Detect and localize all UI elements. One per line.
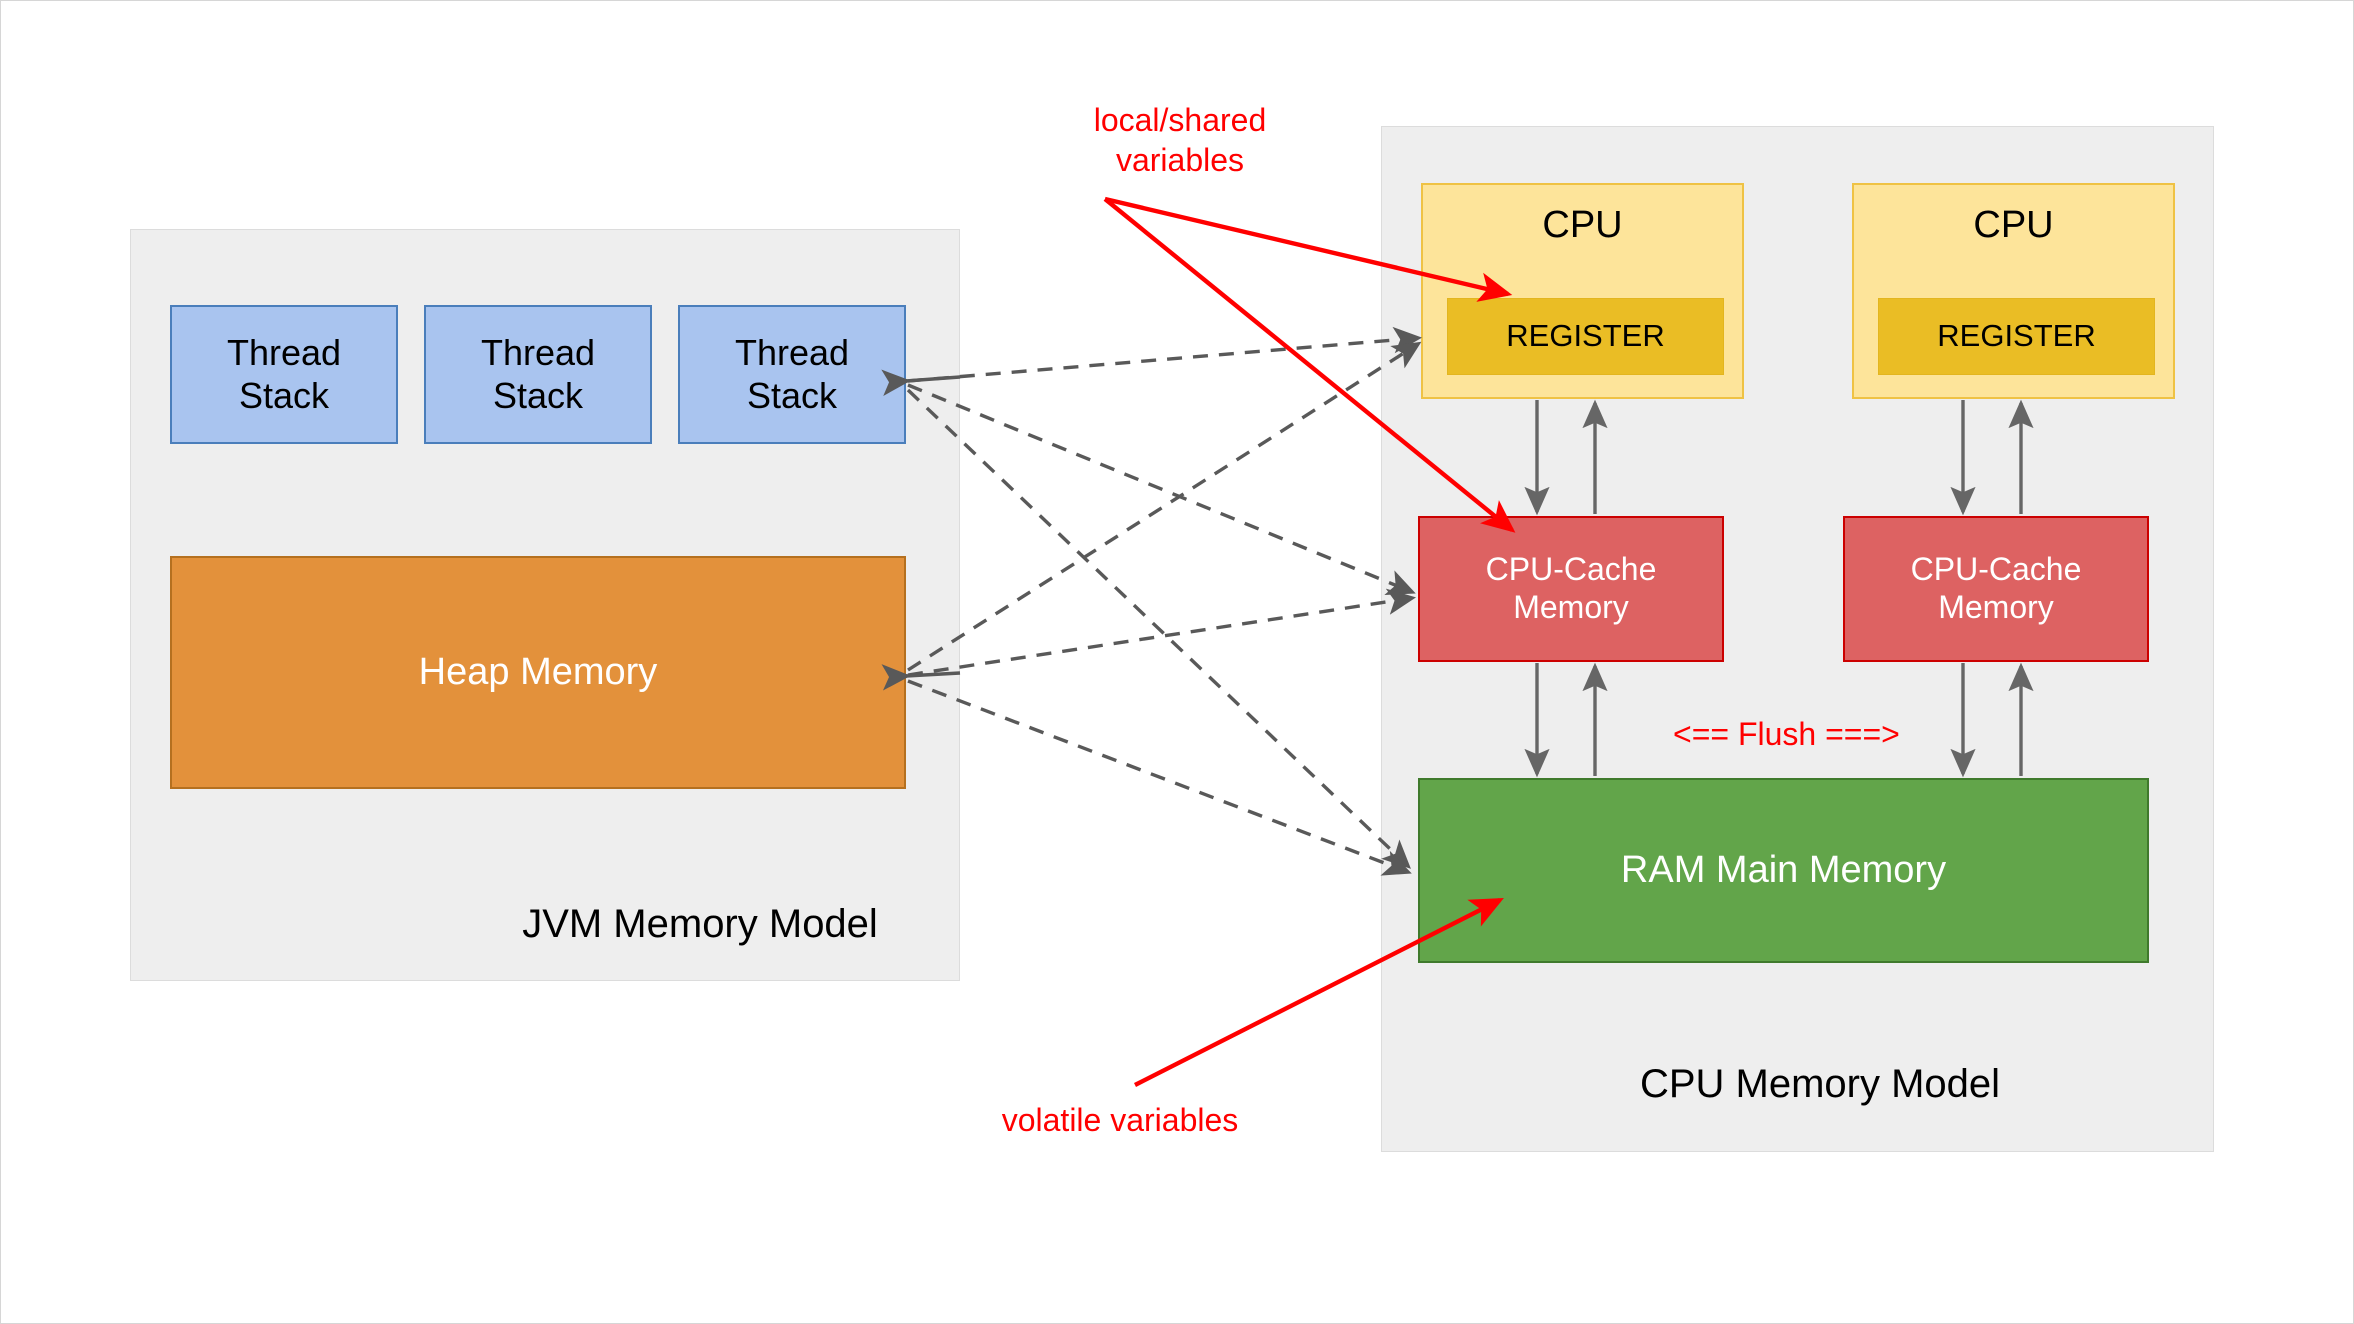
register-box-2[interactable]: REGISTER	[1878, 298, 2155, 375]
cpu-cache-label-2: CPU-Cache Memory	[1910, 551, 2082, 625]
register-box-1[interactable]: REGISTER	[1447, 298, 1724, 375]
register-label-2: REGISTER	[1937, 318, 2096, 354]
thread-stack-label-1: Thread Stack	[226, 332, 342, 416]
thread-stack-label-3: Thread Stack	[734, 332, 850, 416]
thread-stack-box-3[interactable]: Thread Stack	[678, 305, 906, 444]
dashed-arrow-thread-to-ram	[906, 388, 1411, 869]
dashed-arrow-thread-to-register	[907, 326, 1423, 383]
thread-stack-label-2: Thread Stack	[480, 332, 596, 416]
cpu-cache-box-2[interactable]: CPU-Cache Memory	[1843, 516, 2149, 662]
dashed-arrow-thread-to-cache	[907, 383, 1416, 595]
cpu-title-2: CPU	[1973, 204, 2054, 246]
cpu-cache-label-1: CPU-Cache Memory	[1485, 551, 1657, 625]
cpu-memory-model-label: CPU Memory Model	[1639, 1062, 2001, 1106]
heap-memory-label: Heap Memory	[418, 651, 658, 694]
dashed-arrow-heap-to-ram	[907, 679, 1412, 876]
cpu-title-1: CPU	[1542, 204, 1623, 246]
heap-memory-box[interactable]: Heap Memory	[170, 556, 906, 789]
cpu-box-1[interactable]: CPU REGISTER	[1421, 183, 1744, 399]
thread-stack-box-1[interactable]: Thread Stack	[170, 305, 398, 444]
ram-main-memory-label: RAM Main Memory	[1620, 849, 1947, 892]
thread-stack-box-2[interactable]: Thread Stack	[424, 305, 652, 444]
cpu-box-2[interactable]: CPU REGISTER	[1852, 183, 2175, 399]
register-label-1: REGISTER	[1506, 318, 1665, 354]
jvm-memory-model-label: JVM Memory Model	[522, 902, 878, 946]
volatile-variables-annotation: volatile variables	[1001, 1102, 1239, 1138]
flush-label: <== Flush ===>	[1673, 716, 1900, 752]
dashed-arrow-heap-to-cache	[907, 588, 1417, 677]
local-shared-variables-annotation: local/shared variables	[1093, 102, 1267, 178]
dashed-arrow-heap-to-register	[907, 341, 1422, 672]
cpu-cache-box-1[interactable]: CPU-Cache Memory	[1418, 516, 1724, 662]
ram-main-memory-box[interactable]: RAM Main Memory	[1418, 778, 2149, 963]
